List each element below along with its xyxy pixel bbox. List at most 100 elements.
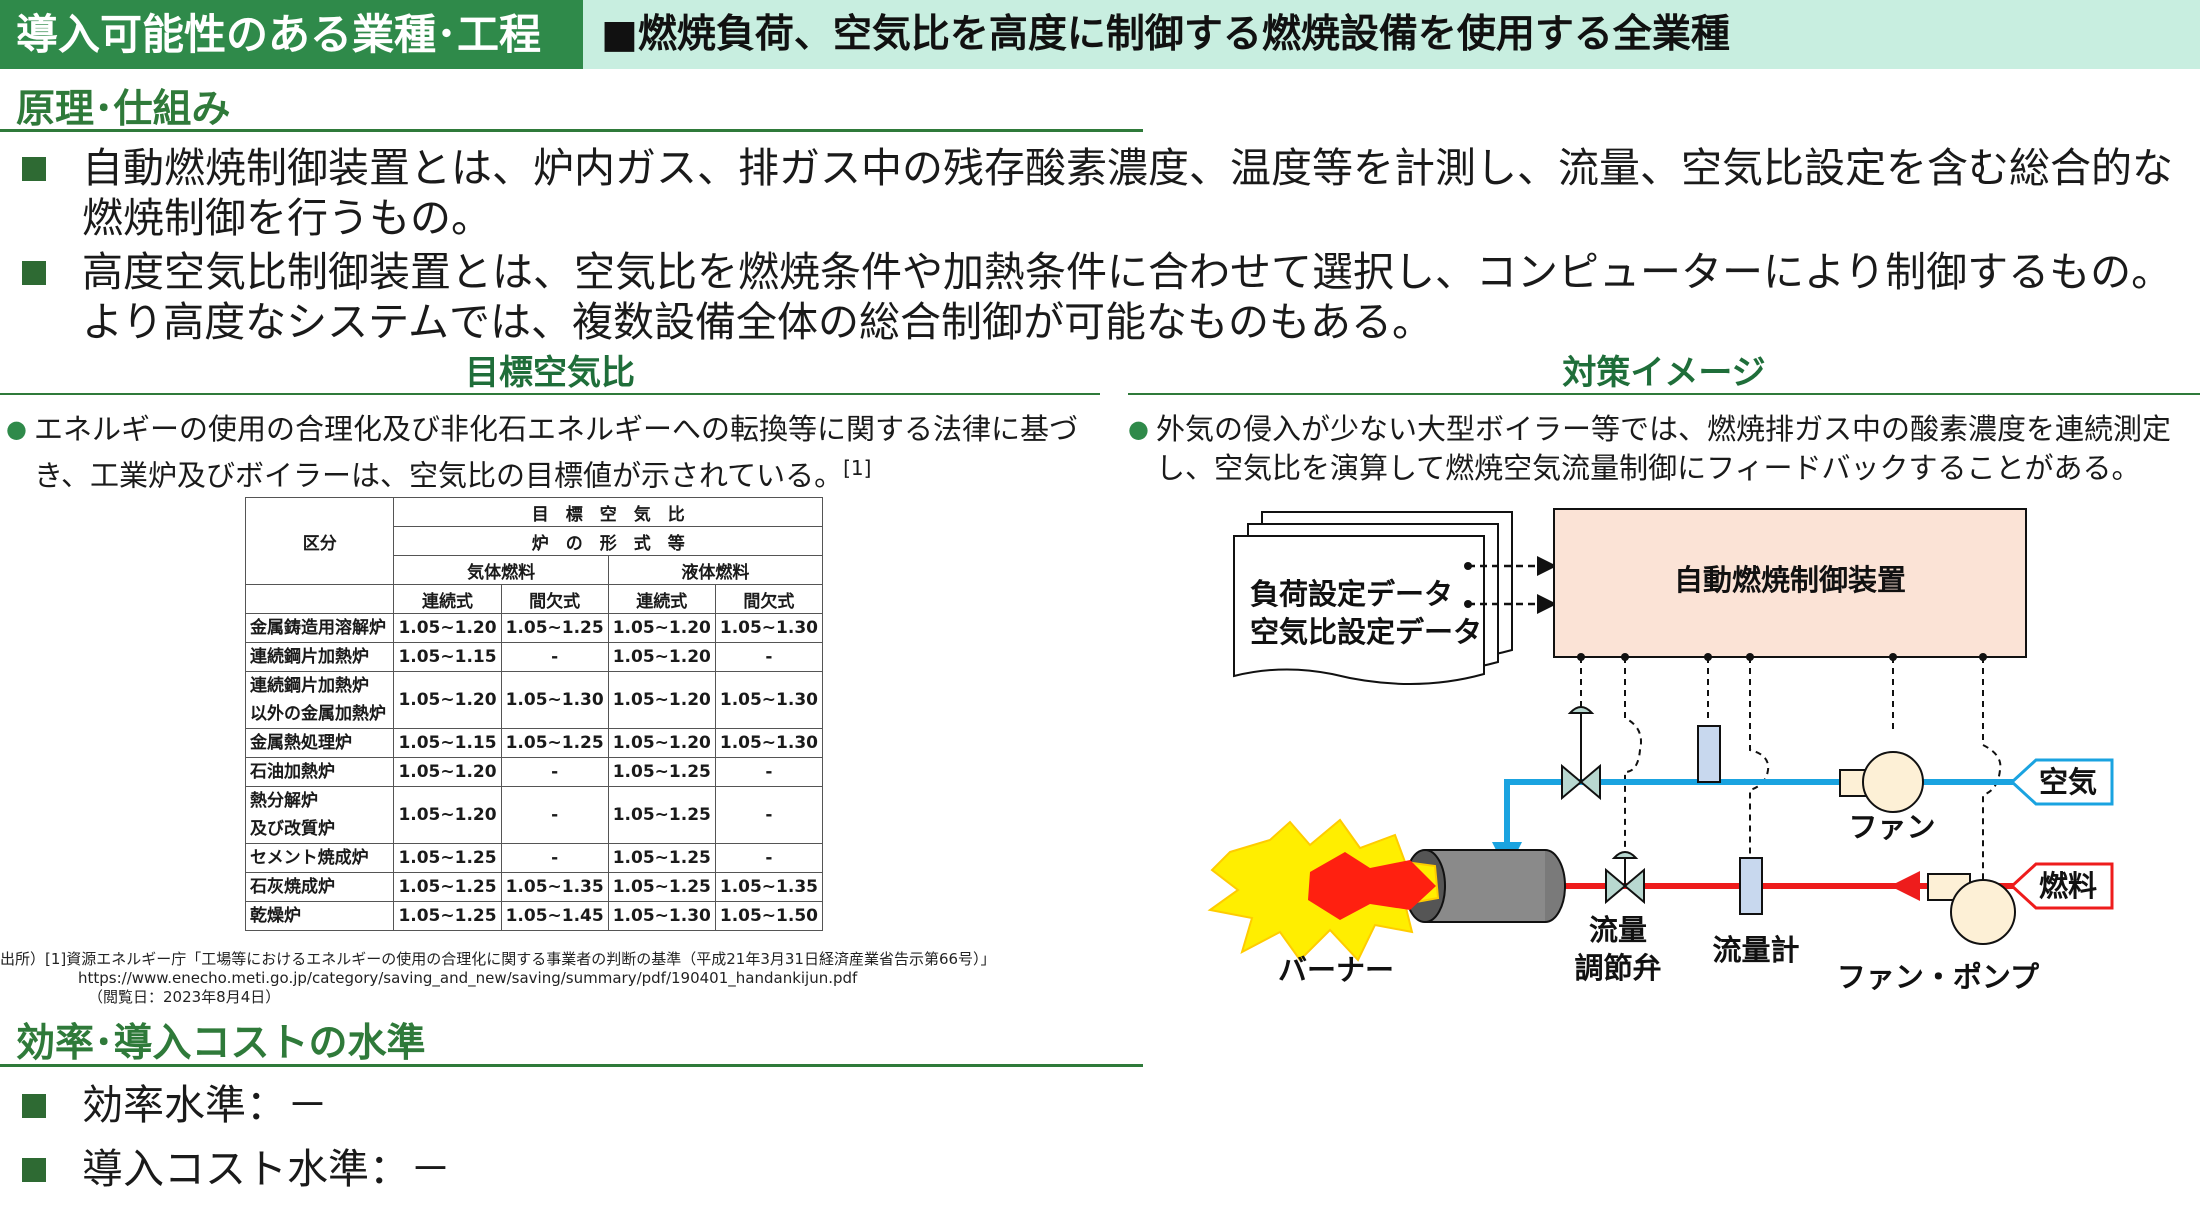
air-ratio-cell: 1.05~1.20	[393, 786, 502, 844]
fuel-flow-meter-icon	[1739, 857, 1763, 915]
air-ratio-cell: 1.05~1.25	[500, 613, 609, 643]
air-line	[1492, 779, 1955, 872]
principle-title: 原理･仕組み	[16, 87, 231, 132]
air-ratio-cell: 1.05~1.15	[393, 728, 502, 758]
air-ratio-cell: 1.05~1.25	[500, 728, 609, 758]
valve-label-line1: 流量	[1589, 913, 1647, 947]
air-ratio-cell: 1.05~1.15	[393, 642, 502, 672]
furnace-type-cell: 金属熱処理炉	[244, 728, 395, 758]
source-line-1: 出所）[1]資源エネルギー庁「工場等におけるエネルギーの使用の合理化に関する事業…	[0, 950, 996, 968]
air-ratio-cell: -	[500, 786, 609, 844]
source-access-date: （閲覧日：2023年8月4日）	[88, 988, 281, 1006]
air-ratio-cell: -	[714, 757, 824, 787]
square-bullet-icon	[22, 1094, 46, 1118]
dot-bullet-icon: ●	[6, 415, 27, 443]
fuel-tag: 燃料	[2009, 862, 2114, 910]
air-ratio-cell: 1.05~1.30	[714, 671, 824, 729]
automatic-combustion-controller	[1553, 508, 2027, 658]
air-flow-meter-icon	[1697, 725, 1721, 783]
target-ratio-note-text: エネルギーの使用の合理化及び非化石エネルギーへの転換等に関する法律に基づき、工業…	[34, 412, 1079, 493]
air-ratio-cell: -	[714, 843, 824, 873]
air-ratio-cell: 1.05~1.20	[393, 671, 502, 729]
air-ratio-cell: 1.05~1.30	[714, 613, 824, 643]
table-header-batch: 間欠式	[714, 584, 824, 614]
air-ratio-cell: 1.05~1.20	[393, 757, 502, 787]
air-ratio-cell: 1.05~1.20	[393, 613, 502, 643]
svg-text:燃料: 燃料	[2039, 869, 2097, 903]
furnace-type-cell: 乾燥炉	[244, 901, 395, 931]
air-ratio-cell: 1.05~1.20	[607, 728, 716, 758]
principle-bullet: 高度空気比制御装置とは、空気比を燃焼条件や加熱条件に合わせて選択し、コンピュータ…	[22, 247, 2192, 347]
air-ratio-cell: 1.05~1.20	[607, 642, 716, 672]
fuel-flow-control-valve-icon	[1605, 851, 1645, 905]
furnace-type-cell: 石油加熱炉	[244, 757, 395, 787]
air-ratio-cell: 1.05~1.25	[607, 757, 716, 787]
table-header-continuous: 連続式	[607, 584, 716, 614]
target-ratio-title: 目標空気比	[465, 353, 635, 393]
air-ratio-cell: -	[714, 642, 824, 672]
furnace-type-cell: 連続鋼片加熱炉以外の金属加熱炉	[244, 671, 395, 729]
table-header-target: 目 標 空 気 比	[393, 497, 823, 527]
air-ratio-cell: 1.05~1.45	[500, 901, 609, 931]
table-header-liquid: 液体燃料	[607, 555, 824, 585]
industry-tag: 導入可能性のある業種･工程	[0, 0, 583, 69]
square-bullet-icon	[22, 261, 46, 285]
measure-image-note-text: 外気の侵入が少ない大型ボイラー等では、燃焼排ガス中の酸素濃度を連続測定し、空気比…	[1156, 412, 2172, 485]
measure-image-rule	[1128, 393, 2200, 395]
measure-image-note: ● 外気の侵入が少ない大型ボイラー等では、燃焼排ガス中の酸素濃度を連続測定し、空…	[1128, 410, 2198, 488]
air-ratio-cell: 1.05~1.25	[607, 786, 716, 844]
air-ratio-cell: 1.05~1.25	[393, 843, 502, 873]
table-header-batch: 間欠式	[500, 584, 609, 614]
air-ratio-cell: 1.05~1.50	[714, 901, 824, 931]
load-setting-data-label: 負荷設定データ	[1250, 577, 1453, 611]
furnace-type-cell: 金属鋳造用溶解炉	[244, 613, 395, 643]
target-industries: ■燃焼負荷、空気比を高度に制御する燃焼設備を使用する全業種	[583, 0, 2200, 69]
air-ratio-cell: 1.05~1.30	[714, 728, 824, 758]
principle-bullet: 自動燃焼制御装置とは、炉内ガス、排ガス中の残存酸素濃度、温度等を計測し、流量、空…	[22, 143, 2192, 243]
furnace-type-cell: 熱分解炉及び改質炉	[244, 786, 395, 844]
reference-mark: [1]	[843, 456, 872, 480]
air-ratio-cell: 1.05~1.35	[500, 872, 609, 902]
svg-text:空気: 空気	[2039, 765, 2097, 799]
table-header-furnace-type: 炉 の 形 式 等	[393, 526, 823, 556]
air-ratio-cell: 1.05~1.25	[607, 843, 716, 873]
target-ratio-note: ● エネルギーの使用の合理化及び非化石エネルギーへの転換等に関する法律に基づき、…	[6, 410, 1100, 496]
furnace-type-cell: 石灰焼成炉	[244, 872, 395, 902]
flow-meter-label: 流量計	[1712, 933, 1799, 967]
efficiency-rule	[0, 1064, 1143, 1067]
principle-rule	[0, 129, 1143, 132]
table-header-continuous: 連続式	[393, 584, 502, 614]
controller-label: 自動燃焼制御装置	[1674, 563, 1906, 597]
furnace-type-cell: 連続鋼片加熱炉	[244, 642, 395, 672]
air-ratio-cell: -	[500, 642, 609, 672]
furnace-type-cell: セメント焼成炉	[244, 843, 395, 873]
air-ratio-cell: -	[500, 757, 609, 787]
flame-icon	[1207, 818, 1440, 962]
air-ratio-cell: -	[500, 843, 609, 873]
settings-data-document-icon	[1233, 511, 1513, 685]
square-bullet-icon	[22, 157, 46, 181]
measure-image-title: 対策イメージ	[1562, 353, 1766, 393]
air-ratio-setting-data-label: 空気比設定データ	[1250, 615, 1482, 649]
efficiency-item-text: 効率水準：－	[82, 1081, 328, 1129]
efficiency-item-text: 導入コスト水準：－	[82, 1145, 451, 1193]
principle-bullet-text: 高度空気比制御装置とは、空気比を燃焼条件や加熱条件に合わせて選択し、コンピュータ…	[82, 248, 2173, 346]
valve-label-line2: 調節弁	[1574, 951, 1661, 985]
air-ratio-cell: 1.05~1.25	[393, 872, 502, 902]
air-ratio-cell: 1.05~1.25	[607, 872, 716, 902]
air-ratio-cell: 1.05~1.30	[607, 901, 716, 931]
air-ratio-cell: 1.05~1.35	[714, 872, 824, 902]
table-header-category: 区分	[244, 497, 395, 585]
burner-label: バーナー	[1278, 953, 1394, 987]
fan-pump-label: ファン・ポンプ	[1837, 960, 2040, 994]
fuel-fan-pump-icon	[1927, 873, 2016, 945]
dot-bullet-icon: ●	[1128, 415, 1149, 443]
